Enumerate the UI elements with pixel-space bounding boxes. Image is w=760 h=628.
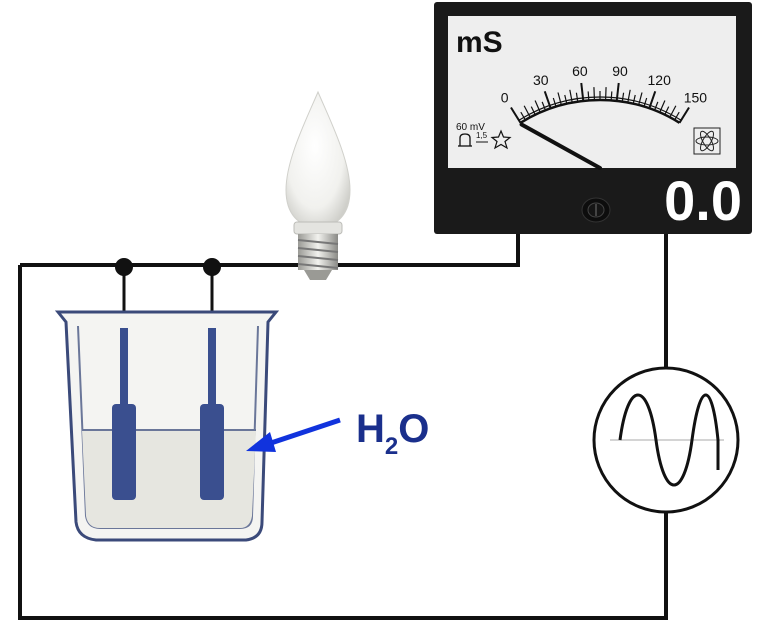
scale-tick-label: 30 [533,72,549,88]
scale-tick [638,92,643,106]
water-pointer-arrow [246,417,341,452]
water-liquid [82,430,256,528]
electrode-plate-left [112,404,136,500]
electrode-plate-right [200,404,224,500]
scale-tick [534,100,541,113]
scale-tick [543,91,552,109]
bulb-screw-base [297,234,339,280]
bulb-collar [293,221,343,235]
meter-star-symbol-icon [490,129,512,150]
electrode-rod-right [208,328,216,408]
wire-bulb-to-meter [335,233,520,267]
scale-tick-label: 120 [648,72,672,88]
scale-tick [569,89,573,103]
scale-tick [615,82,620,102]
scale-tick [541,101,546,111]
scale-tick [575,92,579,102]
zero-adjust-screw-icon[interactable] [581,197,611,223]
scale-tick-label: 60 [572,63,588,79]
junction-dot-right [203,258,221,276]
water-label-h: H [356,407,385,451]
meter-atom-symbol-icon [693,127,721,155]
water-label-subscript: 2 [385,433,398,460]
meter-digital-readout: 0.0 [664,169,742,232]
wire-source-to-bottom [18,265,668,620]
scale-tick [648,91,657,109]
scale-tick [610,91,613,101]
meter-unit-label: mS [456,26,503,59]
scale-tick [523,105,531,118]
scale-tick [530,106,536,115]
water-formula-label: H2O [356,407,429,460]
scale-tick [659,100,666,113]
meter-class-mark: 1,5 [476,131,488,140]
scale-tick [510,106,522,124]
scale-tick [587,91,590,101]
light-bulb-icon [285,90,351,280]
scale-tick [520,111,526,121]
ac-source-sine-icon [592,366,740,514]
scale-tick [664,106,670,115]
water-label-o: O [398,407,429,451]
meter-magnet-symbol-icon [458,133,472,147]
meter-face [448,16,736,168]
scale-tick [627,89,631,103]
scale-tick [678,106,690,124]
beaker [54,310,280,542]
conductivity-meter: mS 0 30 60 90 120 150 60 mV 1,5 0.0 [434,2,752,234]
junction-dot-left [115,258,133,276]
scale-arc [519,98,681,124]
scale-tick [669,105,677,118]
scale-tick [621,92,625,102]
scale-tick [632,94,636,104]
meter-scale: 0 30 60 90 120 150 [501,63,708,124]
scale-tick [557,92,562,106]
electrode-rod-left [120,328,128,408]
scale-tick [674,111,680,121]
scale-tick [654,101,659,111]
scale-tick-label: 150 [684,89,708,105]
scale-tick-label: 0 [501,89,509,105]
bulb-glass [285,90,351,229]
scale-tick-label: 90 [612,63,628,79]
meter-needle [519,122,602,170]
scale-tick [643,97,648,107]
scale-tick [564,94,568,104]
meter-voltage-mark: 60 mV [456,122,485,133]
scale-tick [580,82,585,102]
scale-tick [552,97,557,107]
